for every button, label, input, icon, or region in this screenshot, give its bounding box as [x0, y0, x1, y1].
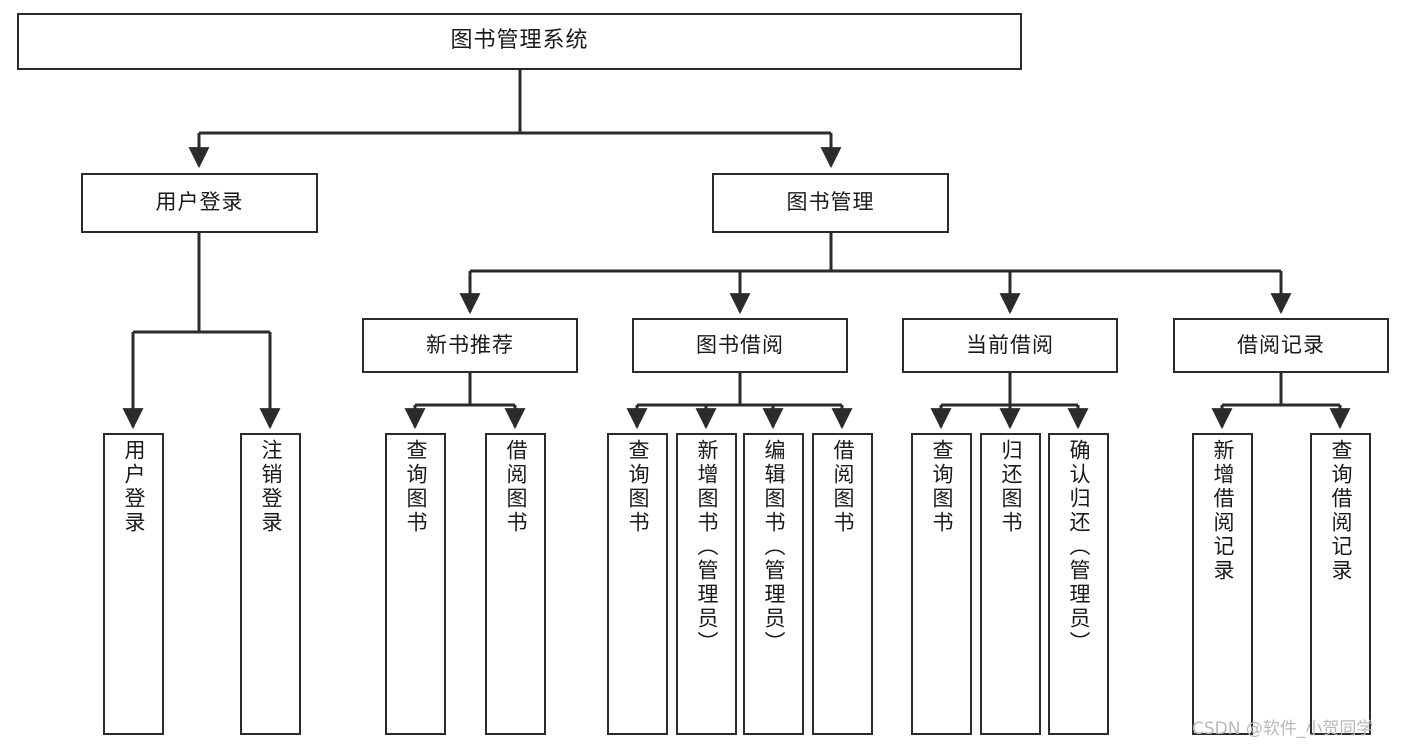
watermark-text: CSDN @软件_小贺同学 [1192, 719, 1374, 739]
node-user-login[interactable]: 用户登录 [81, 173, 318, 233]
node-root[interactable]: 图书管理系统 [17, 13, 1022, 70]
node-root-label: 图书管理系统 [450, 28, 589, 54]
leaf-borrow-book-1-label: 借阅图书 [504, 439, 528, 535]
node-book-management[interactable]: 图书管理 [712, 173, 949, 233]
leaf-query-record[interactable]: 查询借阅记录 [1310, 433, 1371, 735]
leaf-return-book[interactable]: 归还图书 [980, 433, 1041, 735]
leaf-add-record-label: 新增借阅记录 [1211, 439, 1235, 583]
leaf-user-login[interactable]: 用户登录 [103, 433, 164, 735]
leaf-return-book-label: 归还图书 [999, 439, 1023, 535]
leaf-borrow-book-2[interactable]: 借阅图书 [812, 433, 873, 735]
leaf-logout-login[interactable]: 注销登录 [240, 433, 301, 735]
leaf-query-book-2[interactable]: 查询图书 [607, 433, 668, 735]
node-user-login-label: 用户登录 [155, 190, 244, 215]
node-book-borrow[interactable]: 图书借阅 [632, 318, 848, 373]
leaf-edit-book-label: 编辑图书（管理员） [762, 439, 786, 655]
node-current-borrow-label: 当前借阅 [966, 332, 1054, 357]
leaf-add-record[interactable]: 新增借阅记录 [1192, 433, 1253, 735]
leaf-query-book-1-label: 查询图书 [404, 439, 428, 535]
node-book-management-label: 图书管理 [786, 190, 875, 215]
node-current-borrow[interactable]: 当前借阅 [902, 318, 1118, 373]
leaf-borrow-book-1[interactable]: 借阅图书 [485, 433, 546, 735]
leaf-logout-login-label: 注销登录 [259, 439, 283, 535]
node-borrow-record[interactable]: 借阅记录 [1173, 318, 1389, 373]
leaf-add-book[interactable]: 新增图书（管理员） [676, 433, 737, 735]
node-borrow-record-label: 借阅记录 [1237, 332, 1325, 357]
leaf-edit-book[interactable]: 编辑图书（管理员） [743, 433, 804, 735]
leaf-confirm-return[interactable]: 确认归还（管理员） [1048, 433, 1109, 735]
node-new-book-recommend-label: 新书推荐 [426, 332, 514, 357]
leaf-borrow-book-2-label: 借阅图书 [831, 439, 855, 535]
node-new-book-recommend[interactable]: 新书推荐 [362, 318, 578, 373]
node-book-borrow-label: 图书借阅 [696, 332, 784, 357]
leaf-add-book-label: 新增图书（管理员） [695, 439, 719, 655]
leaf-query-record-label: 查询借阅记录 [1329, 439, 1353, 583]
leaf-query-book-3[interactable]: 查询图书 [911, 433, 972, 735]
leaf-query-book-1[interactable]: 查询图书 [385, 433, 446, 735]
leaf-query-book-2-label: 查询图书 [626, 439, 650, 535]
leaf-user-login-label: 用户登录 [122, 439, 146, 535]
leaf-query-book-3-label: 查询图书 [930, 439, 954, 535]
leaf-confirm-return-label: 确认归还（管理员） [1067, 439, 1091, 655]
